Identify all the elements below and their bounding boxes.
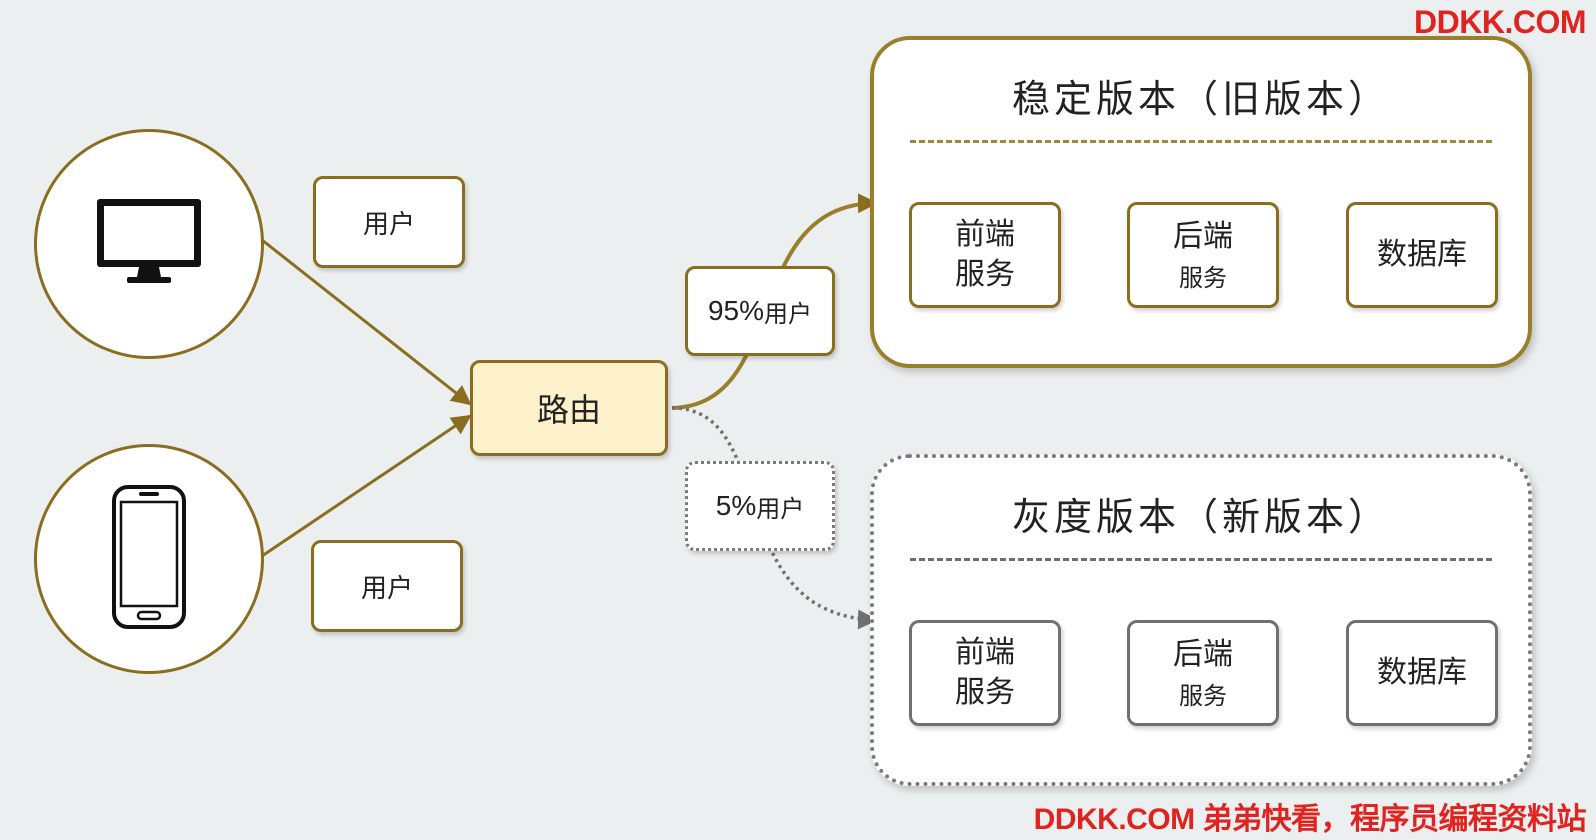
desktop-user-label: 用户 bbox=[313, 176, 465, 268]
phone-to-router-arrow bbox=[261, 414, 472, 558]
canary-traffic-label: 5%用户 bbox=[685, 461, 835, 551]
desktop-to-router-arrow bbox=[261, 238, 472, 406]
stable-percent-suffix: 用户 bbox=[764, 299, 813, 328]
canary-percent: 5% bbox=[715, 490, 757, 521]
stable-percent: 95% bbox=[707, 295, 765, 326]
stable-frontend-line1: 前端 bbox=[955, 216, 1015, 252]
stable-database: 数据库 bbox=[1346, 202, 1498, 308]
mobile-user-label: 用户 bbox=[311, 540, 463, 632]
canary-frontend-service: 前端 服务 bbox=[909, 620, 1061, 726]
stable-traffic-label: 95%用户 bbox=[685, 266, 835, 356]
canary-database: 数据库 bbox=[1346, 620, 1498, 726]
canary-backend-line1: 后端 bbox=[1173, 637, 1233, 673]
canary-backend-line2: 服务 bbox=[1179, 681, 1227, 710]
canary-frontend-line1: 前端 bbox=[955, 634, 1015, 670]
router-node: 路由 bbox=[470, 360, 668, 456]
router-to-canary-arrow bbox=[671, 406, 878, 630]
mobile-client-circle bbox=[34, 444, 264, 674]
desktop-user-text: 用户 bbox=[362, 209, 415, 240]
stable-database-label: 数据库 bbox=[1377, 236, 1467, 272]
watermark-top: DDKK.COM bbox=[1414, 4, 1586, 40]
desktop-client-circle bbox=[34, 129, 264, 359]
desktop-monitor-icon bbox=[95, 197, 203, 291]
canary-panel-title: 灰度版本（新版本） bbox=[1011, 495, 1390, 539]
stable-backend-line1: 后端 bbox=[1173, 219, 1233, 255]
canary-panel-divider bbox=[910, 558, 1492, 561]
canary-backend-service: 后端 服务 bbox=[1127, 620, 1279, 726]
router-label: 路由 bbox=[536, 391, 601, 429]
stable-frontend-service: 前端 服务 bbox=[909, 202, 1061, 308]
watermark-bottom: DDKK.COM 弟弟快看，程序员编程资料站 bbox=[1033, 803, 1587, 836]
stable-backend-line2: 服务 bbox=[1179, 263, 1227, 292]
stable-panel-divider bbox=[910, 140, 1492, 143]
canary-frontend-line2: 服务 bbox=[955, 675, 1015, 710]
stable-backend-service: 后端 服务 bbox=[1127, 202, 1279, 308]
smartphone-icon bbox=[111, 484, 187, 634]
mobile-user-text: 用户 bbox=[360, 573, 413, 604]
canary-percent-suffix: 用户 bbox=[756, 494, 805, 523]
stable-panel-title: 稳定版本（旧版本） bbox=[1011, 77, 1390, 121]
stable-frontend-line2: 服务 bbox=[955, 257, 1015, 292]
canary-database-label: 数据库 bbox=[1377, 654, 1467, 690]
